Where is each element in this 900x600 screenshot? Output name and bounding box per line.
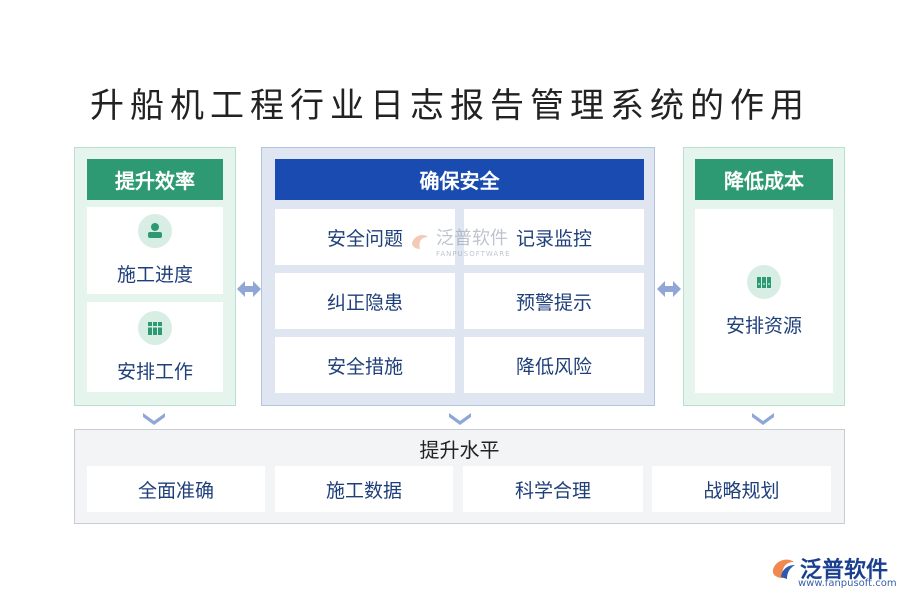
arrange-work-card: 安排工作 (87, 302, 223, 392)
record-monitor-label: 记录监控 (515, 227, 592, 250)
down-arrow-center (449, 413, 471, 425)
safety-issue-label: 安全问题 (326, 227, 403, 250)
correct-hazard-label: 纠正隐患 (326, 291, 403, 314)
safety-measure-card: 安全措施 (275, 337, 455, 393)
safety-header: 确保安全 (275, 159, 644, 200)
safety-measure-label: 安全措施 (326, 355, 403, 378)
right-double-arrow (657, 281, 681, 297)
accurate-label: 全面准确 (137, 479, 214, 502)
scientific-label: 科学合理 (514, 479, 591, 502)
watermark-name: 泛普软件 (436, 228, 508, 249)
record-monitor-card: 记录监控 (464, 209, 644, 265)
accurate-card: 全面准确 (87, 466, 265, 512)
progress-card: 施工进度 (87, 207, 223, 294)
brand-url: www.fanpusoft.com (798, 578, 897, 589)
improve-level-header: 提升水平 (419, 437, 500, 462)
arrange-work-label: 安排工作 (116, 360, 193, 383)
left-double-arrow (237, 281, 261, 297)
user-stamp-icon (138, 214, 172, 248)
strategy-card: 战略规划 (652, 466, 831, 512)
page-title: 升船机工程行业日志报告管理系统的作用 (90, 86, 810, 126)
progress-label: 施工进度 (116, 264, 193, 286)
strategy-label: 战略规划 (703, 479, 780, 502)
warning-label: 预警提示 (515, 291, 592, 314)
brand-logo: 泛普软件 www.fanpusoft.com (768, 552, 897, 589)
reduce-risk-card: 降低风险 (464, 337, 644, 393)
brand-logo-icon (772, 559, 795, 579)
watermark-logo-icon (412, 235, 428, 249)
construction-data-label: 施工数据 (325, 479, 402, 502)
watermark-sub: FANPUSOFTWARE (436, 250, 511, 258)
brand-name: 泛普软件 (800, 558, 889, 583)
reduce-risk-label: 降低风险 (515, 355, 592, 378)
binders-icon (747, 264, 781, 299)
cost-header: 降低成本 (695, 159, 833, 200)
efficiency-header: 提升效率 (87, 159, 223, 200)
arrange-resource-card: 安排资源 (695, 209, 833, 393)
warning-card: 预警提示 (464, 273, 644, 329)
arrange-resource-label: 安排资源 (725, 314, 802, 337)
down-arrow-right (752, 413, 774, 425)
down-arrow-left (143, 413, 165, 425)
books-icon (138, 310, 172, 345)
correct-hazard-card: 纠正隐患 (275, 273, 455, 329)
watermark: 泛普软件 FANPUSOFTWARE (408, 224, 511, 258)
scientific-card: 科学合理 (463, 466, 643, 512)
construction-data-card: 施工数据 (275, 466, 453, 512)
